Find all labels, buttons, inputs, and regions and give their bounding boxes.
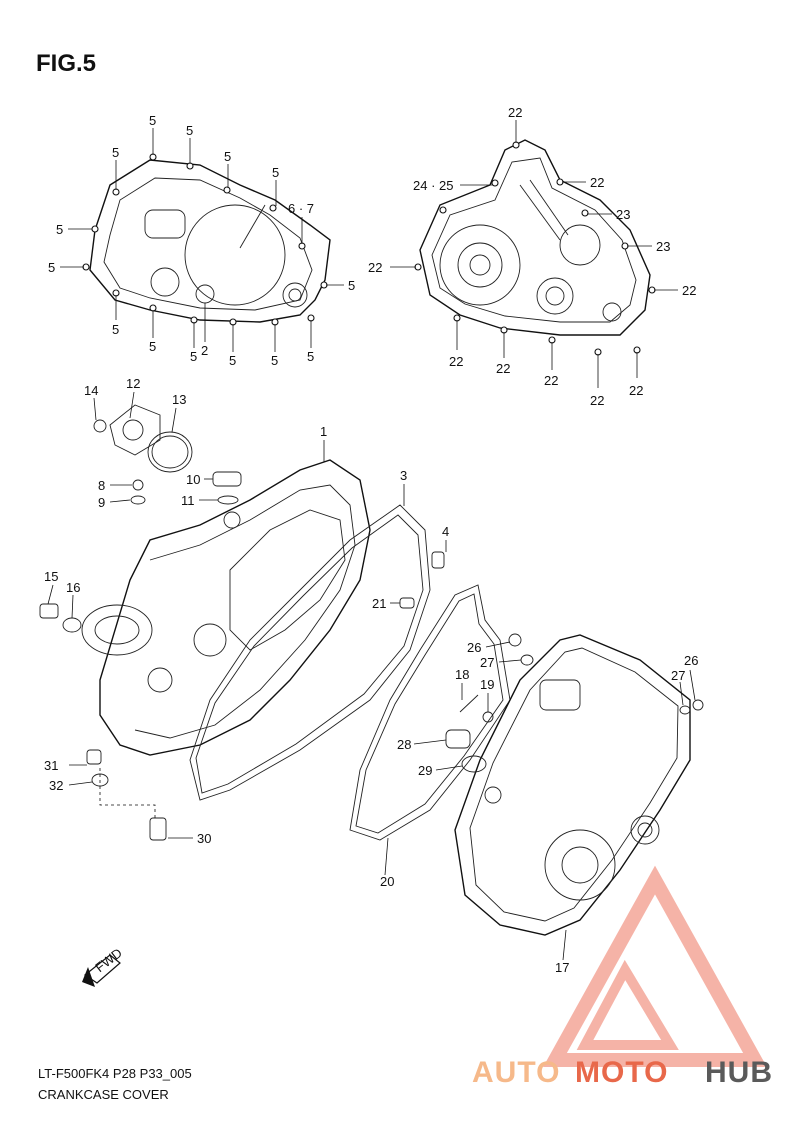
crankcase-cover-right xyxy=(81,459,371,756)
clutch-cover-diagram xyxy=(82,153,331,326)
callout-4: 4 xyxy=(442,524,449,539)
callout-16: 16 xyxy=(66,580,80,595)
callout-26: 26 xyxy=(467,640,481,655)
callout-1: 1 xyxy=(320,424,327,439)
callout-5: 5 xyxy=(272,165,279,180)
callout-numbers: 5 5 5 5 5 5 5 5 5 5 5 5 5 5 5 5 2 6 · 7 … xyxy=(44,105,698,975)
callout-22: 22 xyxy=(508,105,522,120)
callout-5: 5 xyxy=(224,149,231,164)
callout-30: 30 xyxy=(197,831,211,846)
callout-22: 22 xyxy=(629,383,643,398)
callout-17: 17 xyxy=(555,960,569,975)
watermark-text: AUTO MOTO HUB xyxy=(472,1056,773,1089)
callout-2: 2 xyxy=(201,343,208,358)
watermark-auto: AUTO xyxy=(472,1056,560,1089)
leader-lines xyxy=(47,120,696,961)
callout-5: 5 xyxy=(149,339,156,354)
callout-5: 5 xyxy=(348,278,355,293)
callout-5: 5 xyxy=(112,145,119,160)
callout-21: 21 xyxy=(372,596,386,611)
small-parts-left xyxy=(39,404,242,841)
watermark-logo xyxy=(543,865,767,1067)
callout-18: 18 xyxy=(455,667,469,682)
diagram-caption: CRANKCASE COVER xyxy=(38,1087,169,1102)
fwd-arrow-icon: FWD xyxy=(82,945,125,987)
figure-title: FIG.5 xyxy=(36,50,97,77)
callout-27: 27 xyxy=(480,655,494,670)
callout-3: 3 xyxy=(400,468,407,483)
callout-5: 5 xyxy=(229,353,236,368)
callout-8: 8 xyxy=(98,478,105,493)
generator-cover-diagram xyxy=(414,139,656,356)
callout-20: 20 xyxy=(380,874,394,889)
callout-13: 13 xyxy=(172,392,186,407)
watermark-moto: MOTO xyxy=(575,1056,668,1089)
callout-5: 5 xyxy=(48,260,55,275)
callout-31: 31 xyxy=(44,758,58,773)
callout-5: 5 xyxy=(190,349,197,364)
callout-5: 5 xyxy=(56,222,63,237)
watermark-hub: HUB xyxy=(705,1056,773,1089)
callout-11: 11 xyxy=(181,493,195,508)
callout-23: 23 xyxy=(616,207,630,222)
callout-22: 22 xyxy=(590,175,604,190)
callout-5: 5 xyxy=(149,113,156,128)
callout-6-7: 6 · 7 xyxy=(288,201,314,216)
callout-5: 5 xyxy=(186,123,193,138)
small-parts-right xyxy=(399,551,704,773)
callout-9: 9 xyxy=(98,495,105,510)
model-code: LT-F500FK4 P28 P33_005 xyxy=(38,1066,192,1081)
callout-14: 14 xyxy=(84,383,98,398)
callout-19: 19 xyxy=(480,677,494,692)
callout-5: 5 xyxy=(307,349,314,364)
callout-22: 22 xyxy=(496,361,510,376)
callout-24-25: 24 · 25 xyxy=(413,178,453,193)
callout-32: 32 xyxy=(49,778,63,793)
callout-29: 29 xyxy=(418,763,432,778)
callout-5: 5 xyxy=(271,353,278,368)
callout-15: 15 xyxy=(44,569,58,584)
callout-22: 22 xyxy=(449,354,463,369)
callout-27: 27 xyxy=(671,668,685,683)
gaskets xyxy=(189,504,511,841)
crankcase-cover-left xyxy=(454,634,691,936)
callout-22: 22 xyxy=(544,373,558,388)
callout-22: 22 xyxy=(682,283,696,298)
callout-10: 10 xyxy=(186,472,200,487)
callout-22: 22 xyxy=(368,260,382,275)
callout-26: 26 xyxy=(684,653,698,668)
callout-22: 22 xyxy=(590,393,604,408)
callout-5: 5 xyxy=(112,322,119,337)
callout-28: 28 xyxy=(397,737,411,752)
callout-23: 23 xyxy=(656,239,670,254)
callout-12: 12 xyxy=(126,376,140,391)
